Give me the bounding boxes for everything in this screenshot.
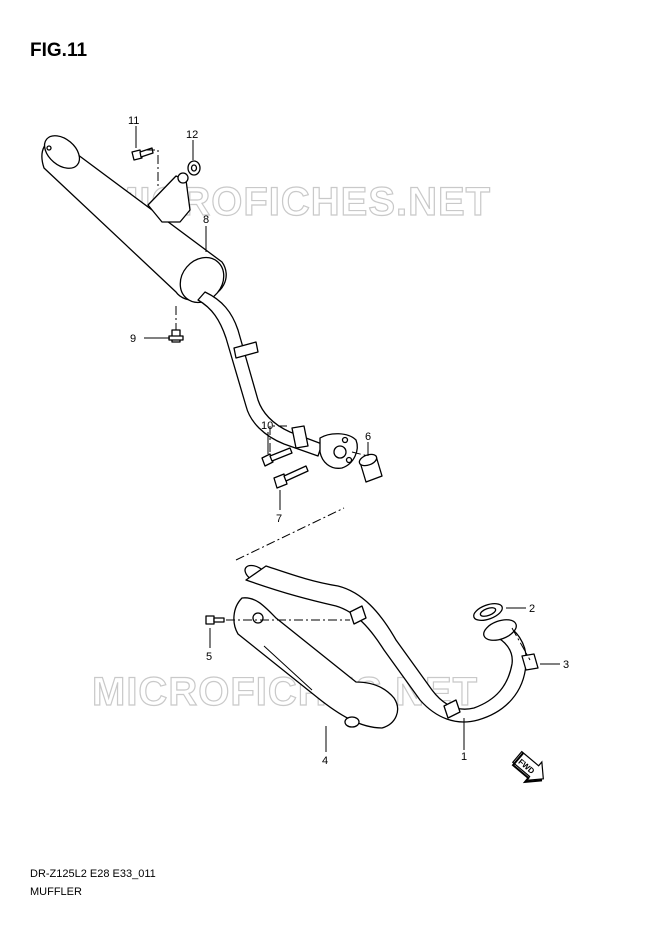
grommet-12 xyxy=(187,160,201,176)
callout-6: 6 xyxy=(365,431,371,443)
callout-7: 7 xyxy=(276,513,282,525)
heat-shield xyxy=(233,597,399,729)
bolt-7 xyxy=(273,465,309,489)
callout-1: 1 xyxy=(461,751,467,763)
nut-3 xyxy=(521,653,539,671)
callout-5: 5 xyxy=(206,651,212,663)
callout-12: 12 xyxy=(186,129,198,141)
fwd-arrow-icon: FWD xyxy=(511,750,544,784)
figure-code: DR-Z125L2 E28 E33_011 xyxy=(30,868,156,880)
figure-name: MUFFLER xyxy=(30,886,82,898)
exhaust-pipe xyxy=(244,564,527,723)
callout-10: 10 xyxy=(261,420,273,432)
bolt-5 xyxy=(205,615,225,625)
callout-8: 8 xyxy=(203,214,209,226)
callout-2: 2 xyxy=(529,603,535,615)
callout-9: 9 xyxy=(130,333,136,345)
bolt-9 xyxy=(168,329,184,343)
callout-3: 3 xyxy=(563,659,569,671)
gasket-2 xyxy=(473,603,503,621)
figure-title: FIG.11 xyxy=(30,40,88,61)
bolt-10 xyxy=(261,447,293,467)
callout-4: 4 xyxy=(322,755,328,767)
cushion-6 xyxy=(358,453,383,483)
muffler xyxy=(41,135,358,469)
callout-11: 11 xyxy=(128,115,139,127)
